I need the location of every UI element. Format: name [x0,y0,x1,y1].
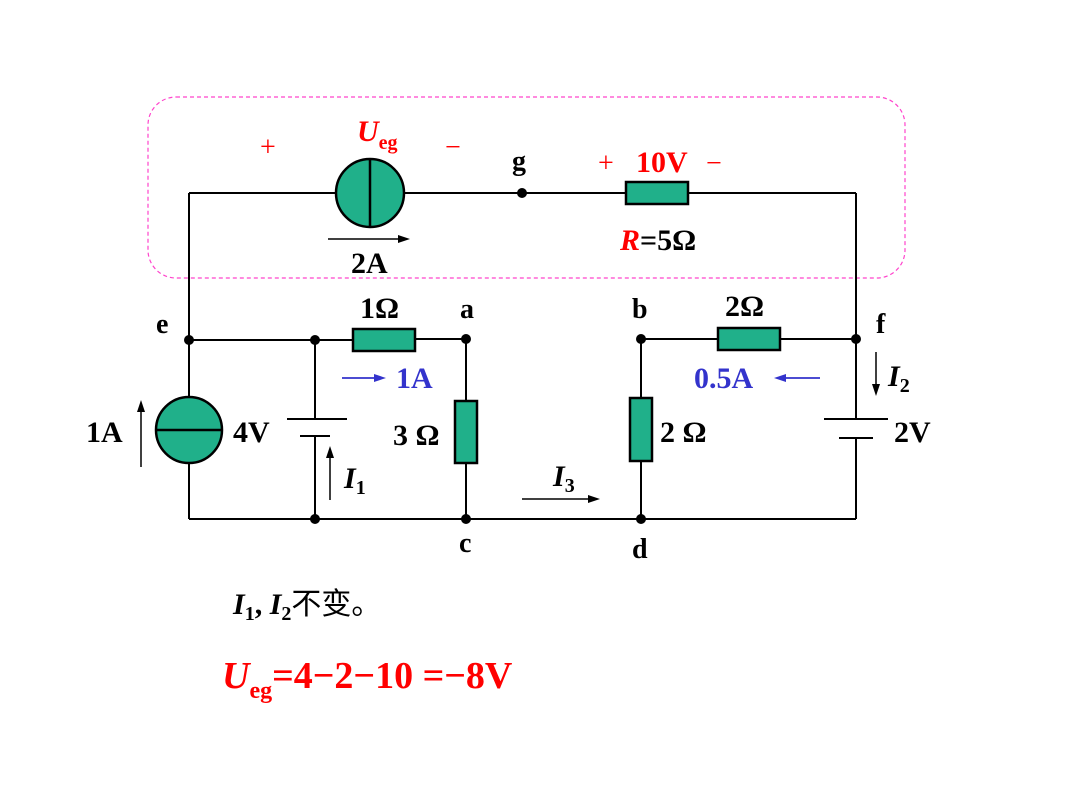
current-0-5a-label: 0.5A [694,362,754,395]
battery-2v-label: 2V [894,416,931,449]
resistor-r-label: R=5Ω [619,224,696,257]
current-source-2a [334,157,406,229]
node-label-a: a [460,294,474,325]
resistor-3ohm-label: 3 Ω [393,419,440,452]
node-label-d: d [632,534,648,565]
arrows [137,235,880,503]
polarity-minus-right: − [706,148,722,179]
current-i2-label: I2 [887,360,910,397]
equation-ueg: Ueg=4−2−10 =−8V [222,655,513,704]
junction-dots [184,188,861,524]
battery-4v-label: 4V [233,416,270,449]
resistor-3ohm [453,399,479,465]
resistor-1ohm-label: 1Ω [360,292,399,325]
node-label-g: g [512,146,526,177]
resistor-r-5ohm [624,180,690,206]
source-1a-label: 1A [86,416,123,449]
battery-2v [824,418,888,439]
node-label-b: b [632,294,648,325]
voltage-10v-label: 10V [636,146,688,179]
resistor-2ohm-vertical-label: 2 Ω [660,416,707,449]
current-source-1a [154,395,224,465]
node-label-e: e [156,309,168,340]
polarity-plus-left: + [260,132,276,163]
polarity-plus-right: + [598,148,614,179]
resistor-2ohm-top-label: 2Ω [725,290,764,323]
resistor-2ohm-top [716,326,782,352]
dashed-highlight-box [147,96,906,279]
voltage-ueg-label: Ueg [357,115,398,154]
resistor-2ohm-vertical [628,396,654,463]
current-1a-label: 1A [396,362,433,395]
source-2a-label: 2A [351,247,388,280]
note-currents-unchanged: I1, I2不变。 [232,587,381,625]
polarity-minus-left: − [445,132,461,163]
wires [188,192,857,520]
current-i3-label: I3 [552,460,575,497]
node-label-c: c [459,528,471,559]
current-i1-label: I1 [343,462,366,499]
battery-4v [287,418,347,437]
resistor-1ohm [351,327,417,353]
node-label-f: f [876,309,886,340]
